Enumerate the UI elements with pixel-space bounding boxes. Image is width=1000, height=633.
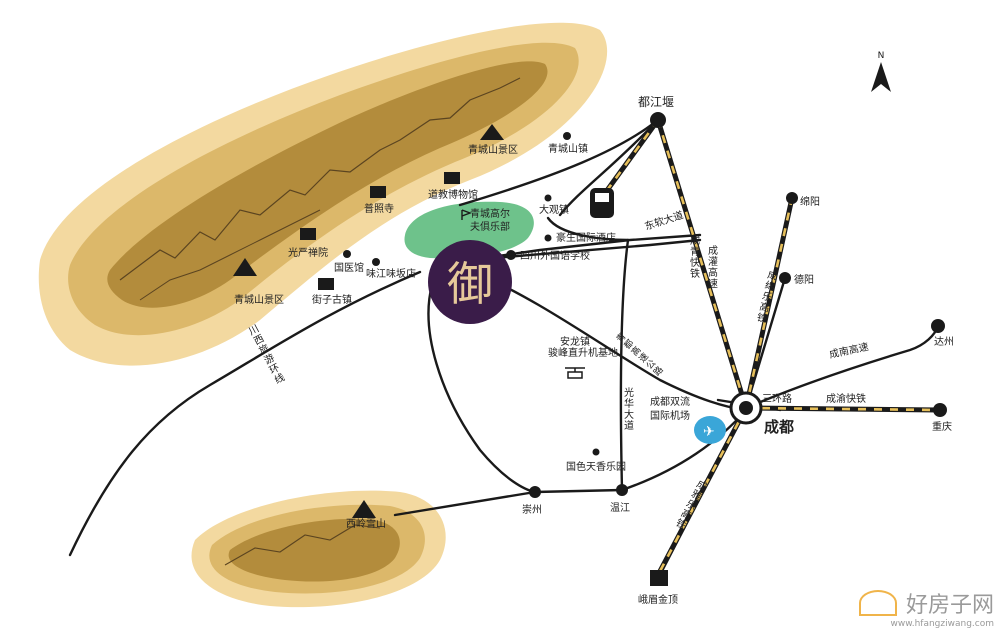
label-guose: 国色天香乐园 [566,460,626,473]
train-window-icon [595,193,609,202]
label-anlong-line1: 安龙镇 [560,335,590,348]
label-anlong: 安龙镇 骏峰直升机基地 [548,335,618,359]
watermark-logo-icon [858,590,897,616]
watermark-url: www.hfangziwang.com [890,619,994,629]
label-qingcheng-town: 青城山镇 [548,142,588,155]
label-golf-line2: 夫俱乐部 [470,220,510,233]
label-airport: 成都双流 国际机场 [650,395,693,422]
label-chengnan: 成南高速 [828,340,870,361]
label-ring3: 三环路 [762,392,792,405]
daguan-dot [544,194,552,202]
rail-dj-dash [656,119,748,409]
label-dazhou: 达州 [934,336,954,348]
label-guangming: 光 华 大 道 [624,388,634,432]
hotel-dot [544,234,552,242]
airport-marker [694,416,726,444]
label-guangyan: 光严禅院 [288,246,328,259]
label-daguan: 大观镇 [539,203,569,216]
road-wenjiang [619,238,630,492]
watermark-text: 好房子网 [905,593,994,618]
label-guoyiguan: 国医馆 [334,261,364,274]
temple-icon [650,570,668,586]
label-chengyu: 成渝快铁 [826,392,866,405]
label-taoist-museum: 道教博物馆 [428,188,478,201]
wenjiang-dot [616,484,628,496]
label-golf-line1: 青城高尔 [470,207,510,220]
label-school: 四川外国语学校 [520,249,590,262]
flag-icon [461,209,472,220]
rail-emei-base [655,405,749,578]
label-qingcheng-lower: 青城山景区 [234,293,284,306]
label-chengguan-hwy: 成 灌 高 速 [708,246,718,290]
label-golf: 青城高尔 夫俱乐部 [470,207,513,233]
temple-icon [318,278,334,290]
qingcheng-town-dot [563,132,571,140]
rail-dj-left-dash [593,119,660,208]
compass-arrow-icon [871,62,891,92]
compass-letter: N [878,51,885,61]
medical-icon [343,250,351,258]
brand-glyph: 御 [447,257,493,311]
label-wenjiang: 温江 [610,502,630,514]
xiling-mountain-area [191,490,446,608]
chengdu-node-core [739,401,753,415]
temple-icon [444,172,460,184]
road-daguan [546,216,630,242]
restaurant-icon [372,258,380,266]
train-icon [590,188,614,218]
rail-network [592,117,943,578]
qingcheng-mountain-area [38,22,608,366]
label-chongzhou: 崇州 [522,504,542,516]
dujiangyan-dot [650,112,666,128]
road-wenjiang-chengdu [620,408,748,492]
label-weijiang: 味江味坂店 [366,267,416,280]
mountain-peak-icon [352,500,376,518]
mountain-peak-icon [480,124,504,140]
chongzhou-dot [529,486,541,498]
guose-dot [592,448,600,456]
chongqing-dot [933,403,947,417]
temple-icon [370,186,386,198]
mianyang-dot [786,192,798,204]
label-anlong-line2: 骏峰直升机基地 [548,346,618,359]
rail-mianyang-dash [744,197,794,409]
label-chengdu: 成都 [764,418,794,436]
label-deyang: 德阳 [794,273,814,286]
brand-circle [428,240,512,324]
label-mianyang: 绵阳 [800,195,820,208]
label-chengqing-rail: 成 青 快 铁 [690,236,700,280]
dazhou-dot [931,319,945,333]
label-dongruan: 东软大道 [643,208,685,233]
rail-chongqing-dash [745,406,941,412]
airplane-icon: ✈ [703,424,715,440]
label-airport-line2: 国际机场 [650,409,690,422]
golf-course-area [404,201,534,259]
label-chongqing: 重庆 [932,420,952,433]
label-emei: 峨眉金顶 [638,593,678,606]
label-dujiangyan: 都江堰 [638,95,674,109]
road-yu-loop [427,283,537,494]
deyang-dot [779,272,791,284]
school-icon [506,250,516,260]
helicopter-icon [565,367,585,379]
road-dj-left [558,118,660,217]
temple-icon [300,228,316,240]
road-dongruan [468,233,702,262]
label-qingcheng-upper: 青城山景区 [468,143,518,156]
label-airport-line1: 成都双流 [650,395,690,408]
road-chuanxi-loop [68,270,422,557]
label-puzhao: 普照寺 [364,202,394,215]
label-jiezi: 街子古镇 [312,293,352,306]
watermark: 好房子网 www.hfangziwang.com [858,587,994,629]
road-school-chengdu [468,268,747,412]
road-chengnan [744,324,940,410]
label-xiling: 西岭雪山 [346,517,386,530]
mountain-peak-icon [233,258,257,276]
label-hotel: 豪生国际酒店 [556,231,616,244]
road-dj-qingcheng [458,118,660,207]
road-guangming [468,238,702,262]
